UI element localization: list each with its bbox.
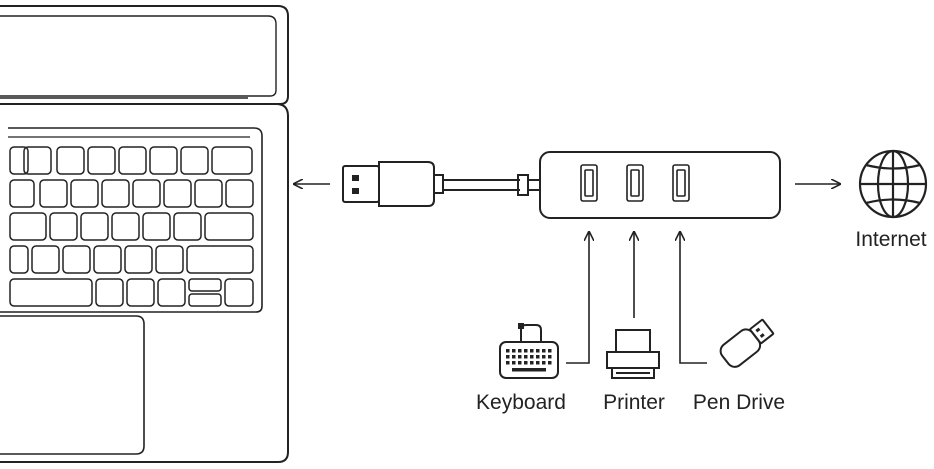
- laptop-key: [31, 245, 60, 274]
- laptop-key: [155, 245, 184, 274]
- pen-drive-label: Pen Drive: [693, 391, 785, 414]
- laptop-key: [49, 212, 78, 241]
- laptop-key: [186, 245, 254, 274]
- laptop-key: [204, 212, 254, 241]
- laptop-key: [194, 179, 223, 208]
- keyboard-key: [506, 355, 510, 359]
- laptop-key: [180, 146, 209, 175]
- laptop-key: [9, 179, 35, 208]
- keyboard-keys: [506, 349, 552, 372]
- laptop-key: [56, 146, 85, 175]
- laptop-key: [188, 278, 222, 292]
- laptop-key: [87, 146, 116, 175]
- keyboard-key: [512, 361, 516, 365]
- laptop-key: [163, 179, 192, 208]
- globe-icon: [858, 149, 928, 219]
- keyboard-spacebar: [512, 368, 546, 372]
- laptop-key: [211, 146, 253, 175]
- printer-label: Printer: [603, 391, 665, 414]
- laptop-key: [132, 179, 161, 208]
- keyboard-key: [548, 361, 552, 365]
- keyboard-key: [542, 361, 546, 365]
- laptop-key: [9, 245, 29, 274]
- laptop-key: [149, 146, 178, 175]
- laptop-key: [70, 179, 99, 208]
- laptop-key: [126, 278, 155, 307]
- keyboard-key: [548, 355, 552, 359]
- keyboard-key: [536, 349, 540, 353]
- keyboard-key: [536, 361, 540, 365]
- usb-port: [580, 164, 598, 202]
- keyboard-key: [506, 361, 510, 365]
- laptop-key: [224, 278, 254, 307]
- keyboard-key: [542, 355, 546, 359]
- usb-hub-icon: [539, 151, 781, 219]
- laptop-key: [111, 212, 140, 241]
- keyboard-key: [536, 355, 540, 359]
- keyboard-key: [512, 349, 516, 353]
- keyboard-icon: [499, 323, 559, 379]
- keyboard-key: [518, 349, 522, 353]
- keyboard-key: [506, 349, 510, 353]
- keyboard-key: [512, 355, 516, 359]
- laptop-key: [9, 146, 29, 175]
- laptop-key: [93, 245, 122, 274]
- laptop-key: [62, 245, 91, 274]
- laptop-key: [118, 146, 147, 175]
- laptop-key: [101, 179, 130, 208]
- keyboard-key: [518, 361, 522, 365]
- laptop-key: [80, 212, 109, 241]
- keyboard-key: [530, 361, 534, 365]
- laptop-key: [188, 293, 222, 307]
- keyboard-key: [542, 349, 546, 353]
- keyboard-key: [530, 349, 534, 353]
- printer-icon: [606, 329, 660, 379]
- keyboard-label: Keyboard: [476, 391, 566, 414]
- laptop-key: [157, 278, 186, 307]
- internet-label: Internet: [855, 228, 926, 251]
- usb-port: [672, 164, 690, 202]
- laptop-key: [124, 245, 153, 274]
- laptop-icon: [0, 5, 289, 463]
- laptop-key: [142, 212, 171, 241]
- keyboard-key: [548, 349, 552, 353]
- laptop-keyboard-keys: [9, 146, 254, 307]
- keyboard-key: [530, 355, 534, 359]
- pen-drive-icon: [719, 318, 775, 368]
- usb-port: [626, 164, 644, 202]
- laptop-key: [95, 278, 124, 307]
- laptop-key: [225, 179, 254, 208]
- keyboard-key: [524, 355, 528, 359]
- keyboard-key: [518, 355, 522, 359]
- laptop-key: [173, 212, 202, 241]
- laptop-key: [23, 146, 52, 175]
- usb-a-plug-icon: [342, 161, 540, 207]
- laptop-key: [9, 278, 93, 307]
- laptop-key: [9, 212, 47, 241]
- keyboard-key: [524, 361, 528, 365]
- keyboard-key: [524, 349, 528, 353]
- device-connectors: [566, 232, 707, 364]
- laptop-key: [39, 179, 68, 208]
